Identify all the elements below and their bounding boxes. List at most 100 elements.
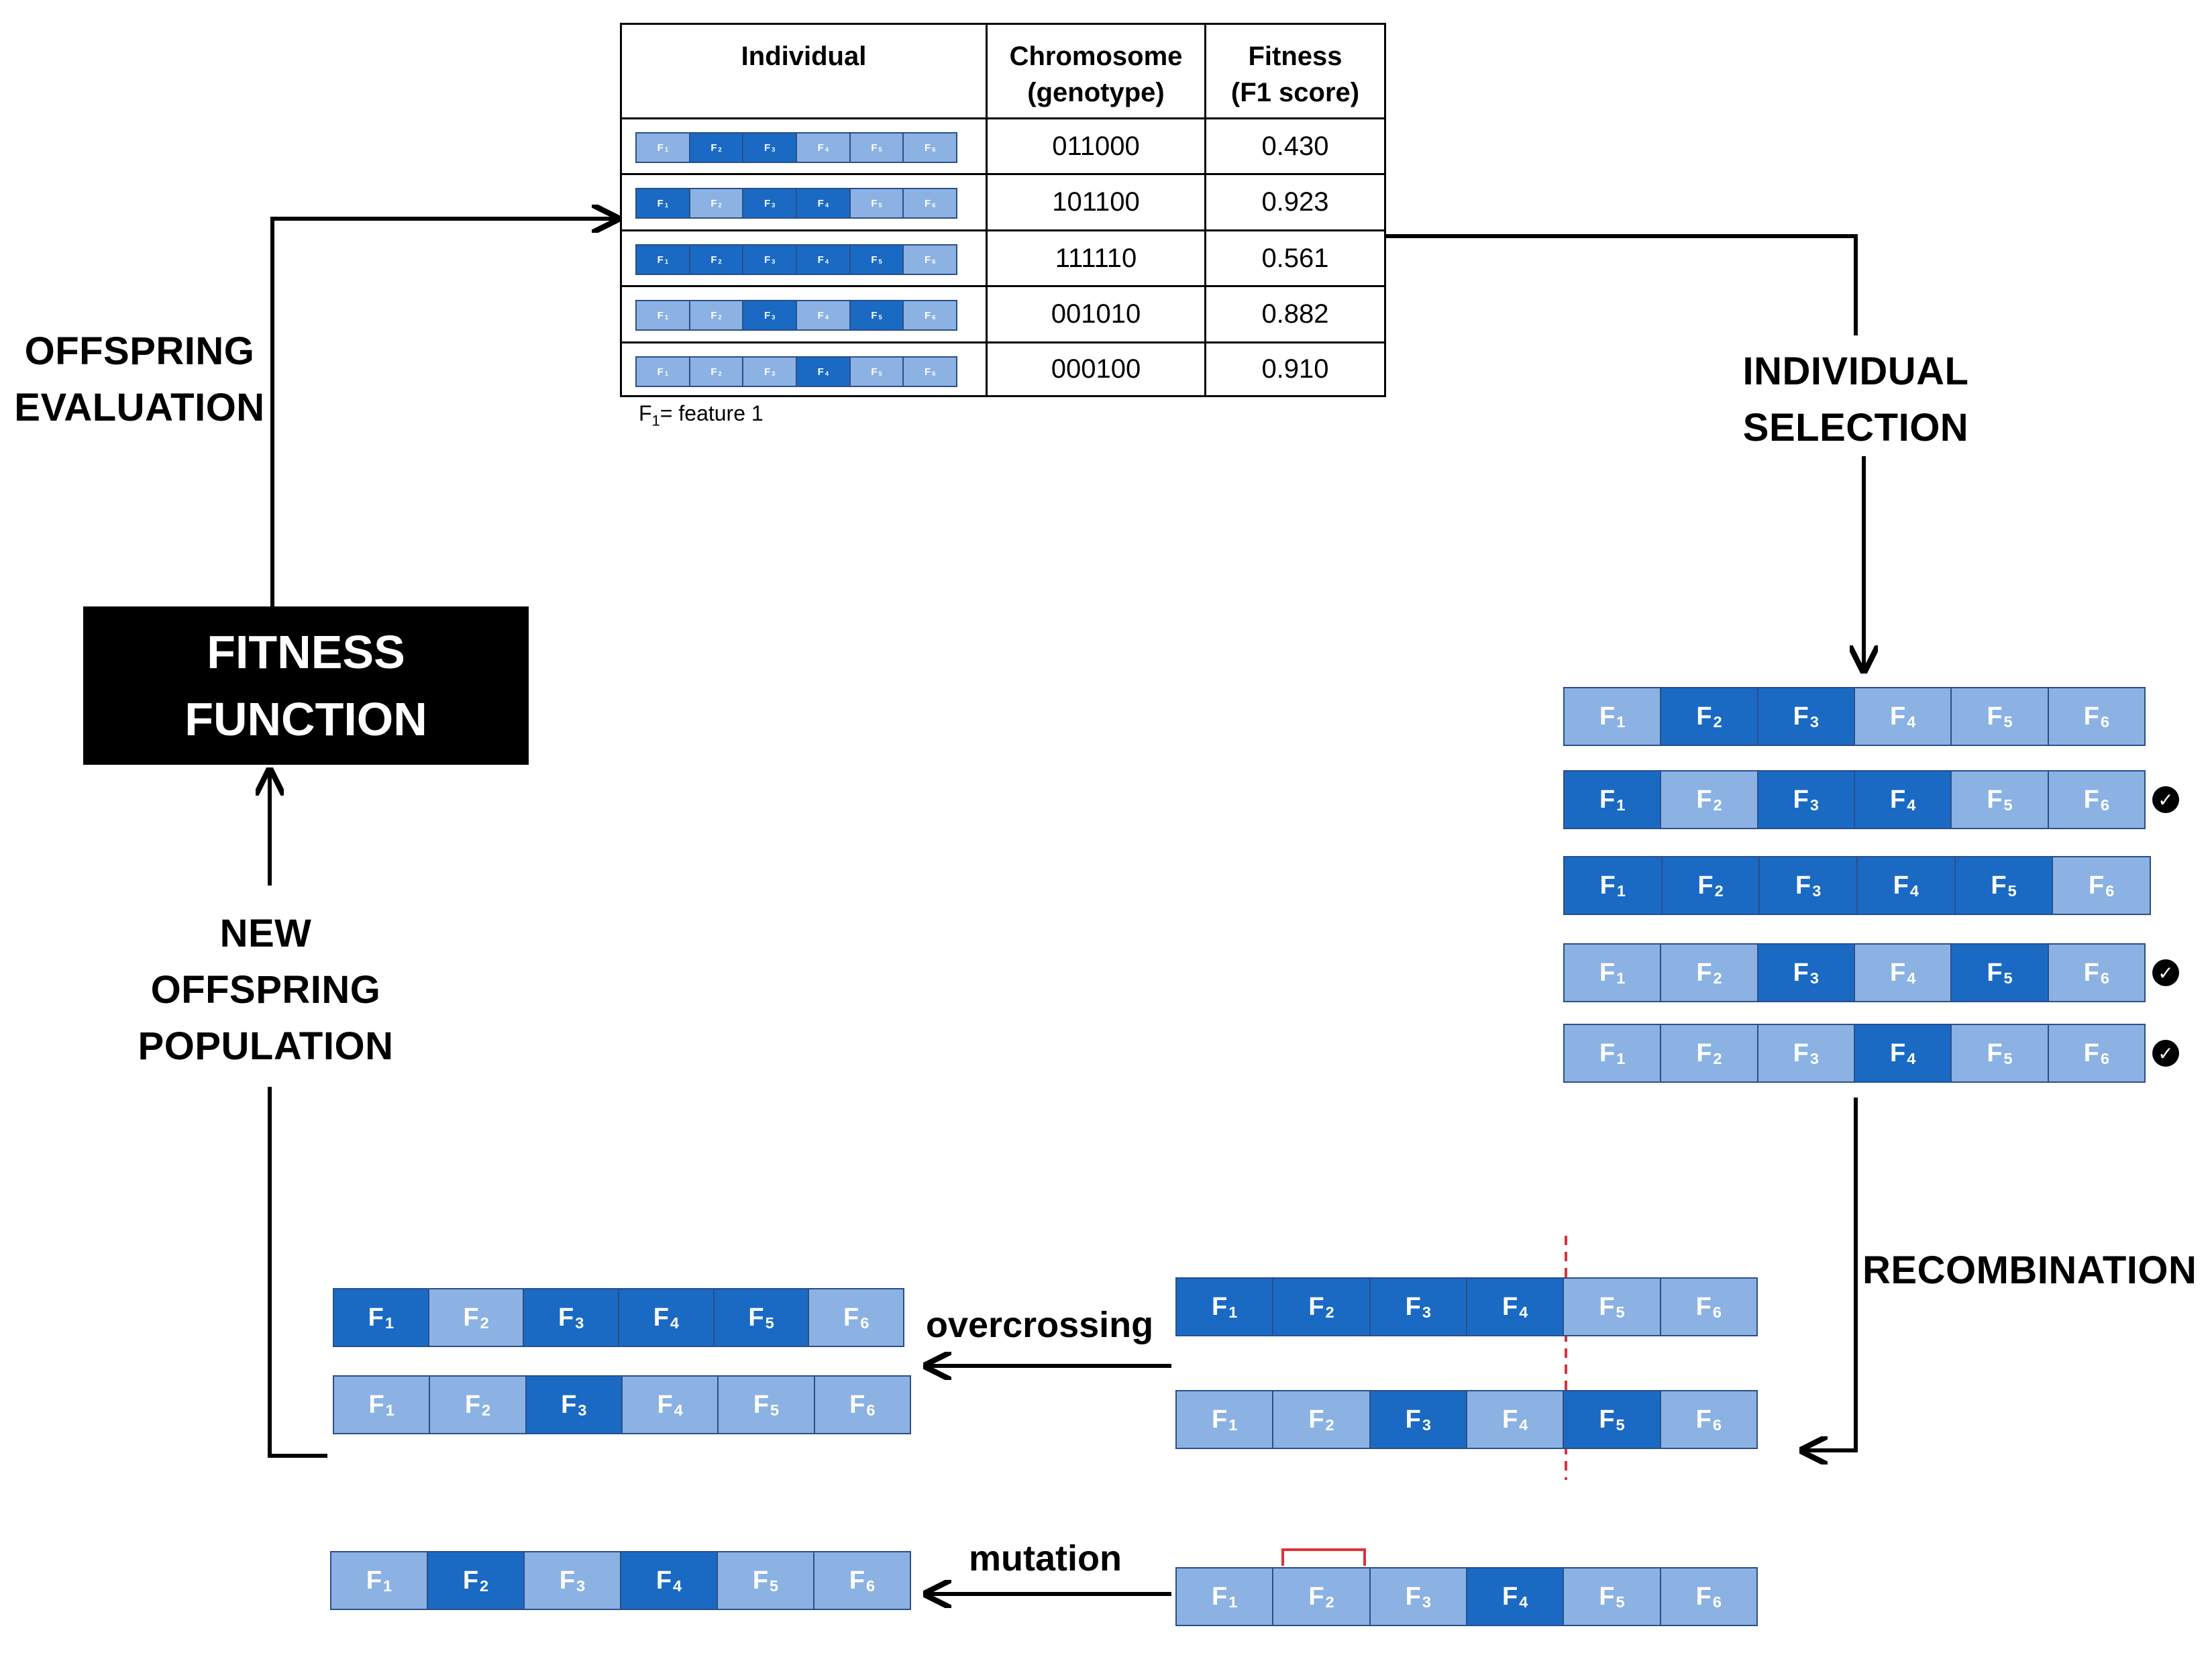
gene-index: 4 [674,1401,683,1419]
fitness-cell: 0.561 [1261,243,1329,273]
check-circle-icon: ✓ [2152,786,2179,813]
offspring-evaluation-label: OFFSPRING EVALUATION [14,329,265,429]
gene-letter: F [1212,1405,1228,1434]
gene-letter: F [464,1390,481,1419]
gene-letter: F [1599,1405,1615,1434]
gene-index: 4 [1519,1593,1528,1611]
gene-letter: F [1696,958,1712,987]
gene-index: 3 [1422,1416,1431,1434]
gene-index: 4 [1907,796,1916,814]
gene-letter: F [925,309,931,321]
overcrossing-label: overcrossing [926,1305,1154,1345]
gene-index: 6 [860,1314,870,1332]
gene-index: 1 [1228,1416,1238,1434]
chromosome-cell: 111110 [1055,243,1137,273]
chromosome-cell: 011000 [1052,131,1140,161]
fitness-cell: 0.882 [1261,299,1329,329]
fitness-cell: 0.910 [1261,354,1329,384]
gene-letter: F [1795,871,1811,900]
gene-letter: F [871,366,878,378]
gene-letter: F [1893,871,1909,900]
gene-letter: F [2083,958,2099,987]
fitness-cell: 0.430 [1261,131,1329,161]
gene-index: 3 [772,314,776,321]
gene-letter: F [2089,871,2105,900]
gene-index: 5 [878,370,882,378]
gene-letter: F [657,366,664,378]
gene-letter: F [655,1566,672,1595]
gene-letter: F [1889,958,1906,987]
gene-letter: F [1502,1405,1518,1434]
gene-letter: F [1599,871,1616,900]
gene-index: 1 [664,258,668,266]
gene-letter: F [1405,1292,1421,1321]
line-offspring-to-fitness [268,1087,327,1458]
gene-letter: F [871,197,878,209]
gene-index: 6 [2100,1049,2109,1067]
gene-index: 5 [878,202,882,209]
gene-index: 1 [1616,712,1626,731]
gene-index: 4 [1907,969,1916,987]
gene-index: 3 [772,146,776,154]
arrow-to-recombination [1802,1098,1858,1450]
gene-letter: F [764,309,771,321]
gene-letter: F [1599,1038,1616,1067]
gene-index: 2 [1713,1049,1722,1067]
gene-index: 1 [1228,1303,1238,1321]
gene-index: 6 [932,146,936,154]
mutation-bracket [1281,1548,1366,1566]
gene-index: 2 [1325,1303,1334,1321]
gene-index: 5 [2003,1049,2013,1067]
gene-letter: F [1696,785,1712,814]
gene-index: 2 [718,258,722,266]
gene-letter: F [1889,702,1906,731]
gene-letter: F [559,1566,576,1595]
gene-letter: F [752,1566,769,1595]
gene-letter: F [1697,871,1714,900]
gene-letter: F [657,142,664,154]
gene-index: 2 [718,146,722,154]
chromosome-cell: 000100 [1051,354,1141,384]
gene-index: 4 [825,314,829,321]
gene-index: 3 [1809,712,1819,731]
gene-letter: F [1502,1292,1518,1321]
gene-letter: F [1308,1582,1324,1611]
header-individual: Individual [741,42,867,71]
gene-index: 2 [1713,969,1722,987]
table-divider [622,229,1384,231]
gene-index: 4 [670,1314,680,1332]
